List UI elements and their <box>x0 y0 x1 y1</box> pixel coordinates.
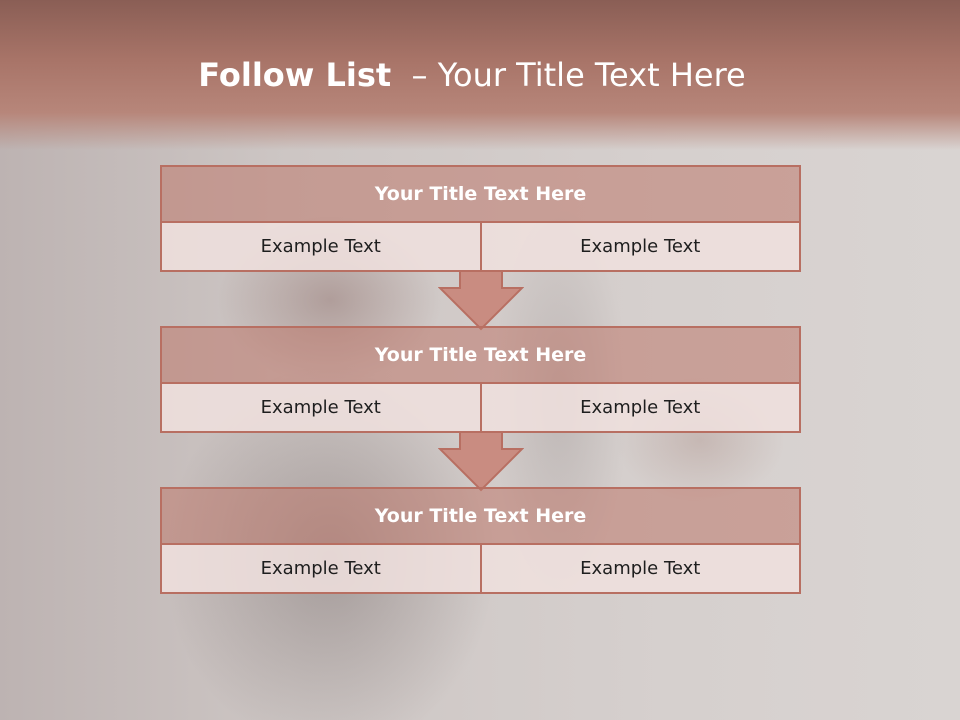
block-cell-right: Example Text <box>479 545 799 592</box>
block-cell-right: Example Text <box>479 223 799 270</box>
slide-title-rest: – Your Title Text Here <box>411 56 746 94</box>
slide-title: Follow List – Your Title Text Here <box>0 56 944 94</box>
block-row: Example Text Example Text <box>162 223 799 270</box>
block-row: Example Text Example Text <box>162 545 799 592</box>
block-title: Your Title Text Here <box>162 167 799 223</box>
block-cell-right: Example Text <box>479 384 799 431</box>
down-arrow-icon <box>438 431 524 492</box>
block-cell-left: Example Text <box>162 384 480 431</box>
block-row: Example Text Example Text <box>162 384 799 431</box>
block-title: Your Title Text Here <box>162 489 799 545</box>
title-banner <box>0 0 960 150</box>
down-arrow-icon <box>438 270 524 331</box>
slide-title-bold: Follow List <box>198 56 392 94</box>
list-block-2: Your Title Text Here Example Text Exampl… <box>160 326 801 433</box>
block-cell-left: Example Text <box>162 545 480 592</box>
list-block-3: Your Title Text Here Example Text Exampl… <box>160 487 801 594</box>
block-title: Your Title Text Here <box>162 328 799 384</box>
block-cell-left: Example Text <box>162 223 480 270</box>
list-block-1: Your Title Text Here Example Text Exampl… <box>160 165 801 272</box>
